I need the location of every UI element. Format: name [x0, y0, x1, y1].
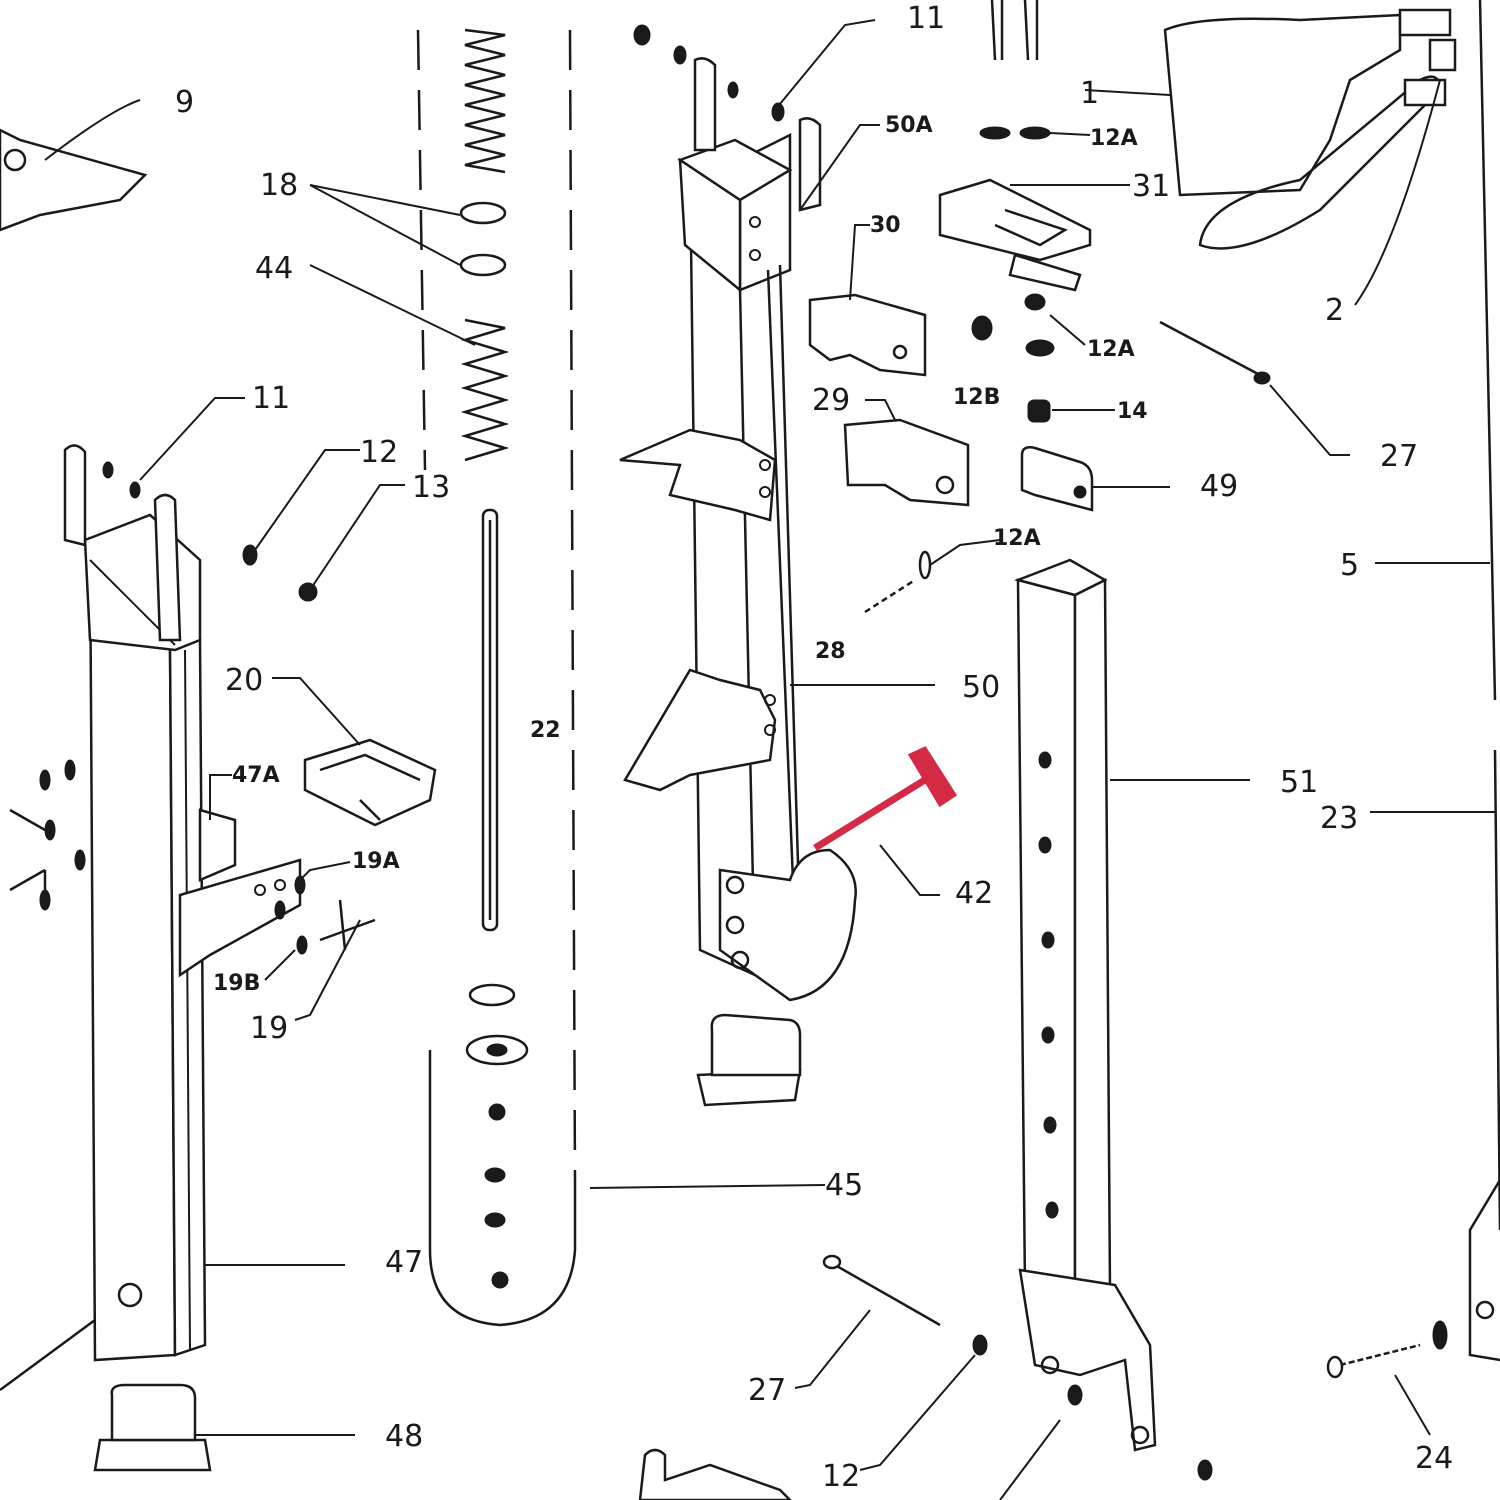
label-23: 23: [1320, 801, 1358, 836]
part-27-pin-right: [1159, 320, 1271, 385]
label-42: 42: [955, 876, 993, 911]
part-51-tube: [1013, 558, 1157, 1452]
part-19-screws: [274, 875, 376, 955]
label-44: 44: [255, 251, 293, 286]
part-18-washer-b: [459, 253, 507, 277]
part-12-nut-bottom: [972, 1334, 988, 1356]
stud-a: [990, 0, 997, 61]
label-22: 22: [530, 718, 561, 743]
bolt-bottom-right: [1067, 1384, 1083, 1406]
part-12a-washer-d: [1025, 339, 1055, 357]
label-19a: 19A: [352, 849, 400, 874]
part-44-spring: [460, 318, 510, 462]
part-12a-washer-a: [979, 126, 1011, 140]
part-30-clamp: [808, 293, 927, 377]
label-30: 30: [870, 213, 901, 238]
part-12a-washer-b: [1019, 126, 1051, 140]
washer-lower: [468, 983, 516, 1007]
label-27-bottom: 27: [748, 1373, 786, 1408]
label-49: 49: [1200, 469, 1238, 504]
part-42-t-pin: [813, 746, 958, 851]
top-nut-c: [727, 81, 739, 99]
label-50a: 50A: [885, 113, 933, 138]
nut-c: [484, 1212, 506, 1228]
stud-b: [1023, 0, 1030, 61]
top-nut-a: [633, 24, 651, 46]
part-12b-nut: [971, 315, 993, 341]
nut-b: [484, 1167, 506, 1183]
part-48-end-cap: [93, 1383, 212, 1472]
label-5: 5: [1340, 548, 1359, 583]
part-11-nut-left: [102, 461, 114, 479]
part-labels: 11 9 18 44 11 12 13 20 47A 19A 19B 19 22…: [175, 1, 1453, 1494]
part-23-tube: [1493, 749, 1500, 1231]
nut-d: [491, 1271, 509, 1289]
part-9-plate: [0, 128, 148, 232]
part-49-block: [1020, 446, 1094, 512]
label-50: 50: [962, 670, 1000, 705]
part-13-nut: [298, 582, 318, 602]
part-20-clip: [303, 738, 437, 827]
label-28: 28: [815, 639, 846, 664]
label-27-right: 27: [1380, 439, 1418, 474]
part-14-nut: [1027, 399, 1051, 423]
right-edge-part: [1468, 1179, 1500, 1362]
label-12a-mid: 12A: [1087, 337, 1135, 362]
label-1: 1: [1080, 76, 1099, 111]
left-screws: [9, 759, 86, 911]
part-47-leg-tube: [63, 444, 302, 1362]
part-11-nut-left-2: [129, 481, 141, 499]
part-18-washer-a: [459, 201, 507, 225]
part-1-pad: [1163, 8, 1457, 250]
part-5-tube: [1478, 0, 1497, 701]
label-12a-low: 12A: [993, 526, 1041, 551]
label-19b: 19B: [213, 971, 260, 996]
leader-lines: [44, 19, 1495, 1500]
label-20: 20: [225, 663, 263, 698]
part-24-bolt: [1326, 1320, 1448, 1379]
label-2: 2: [1325, 293, 1344, 328]
label-12-left: 12: [360, 435, 398, 470]
label-13: 13: [412, 470, 450, 505]
label-24: 24: [1415, 1441, 1453, 1476]
label-12b: 12B: [953, 385, 1000, 410]
label-48: 48: [385, 1419, 423, 1454]
part-12-nut-left: [242, 544, 258, 566]
nut-bottom-right: [1197, 1459, 1213, 1481]
label-45: 45: [825, 1168, 863, 1203]
label-11-left: 11: [252, 381, 290, 416]
center-column: [416, 28, 577, 1327]
left-pin: [0, 1318, 96, 1392]
part-11-nut-top: [771, 102, 785, 122]
frame-end-cap: [696, 1013, 802, 1107]
label-12-bottom: 12: [822, 1459, 860, 1494]
part-29-clamp: [843, 418, 970, 507]
part-12a-washer-c: [1024, 293, 1046, 311]
part-31-bracket: [938, 178, 1092, 292]
part-50-frame: [619, 57, 857, 1002]
label-14: 14: [1117, 399, 1148, 424]
nut-a: [488, 1103, 506, 1121]
label-12a-top: 12A: [1090, 126, 1138, 151]
spring-top: [464, 28, 506, 174]
label-18: 18: [260, 168, 298, 203]
label-9: 9: [175, 85, 194, 120]
part-28-bolt: [864, 550, 932, 614]
bottom-bracket: [638, 1448, 792, 1500]
label-47: 47: [385, 1245, 423, 1280]
label-31: 31: [1132, 169, 1170, 204]
label-51: 51: [1280, 765, 1318, 800]
label-11-top: 11: [907, 1, 945, 36]
label-29: 29: [812, 383, 850, 418]
part-27-pin-bottom: [822, 1254, 941, 1327]
top-nut-b: [673, 45, 687, 65]
label-47a: 47A: [232, 763, 280, 788]
label-19: 19: [250, 1011, 288, 1046]
